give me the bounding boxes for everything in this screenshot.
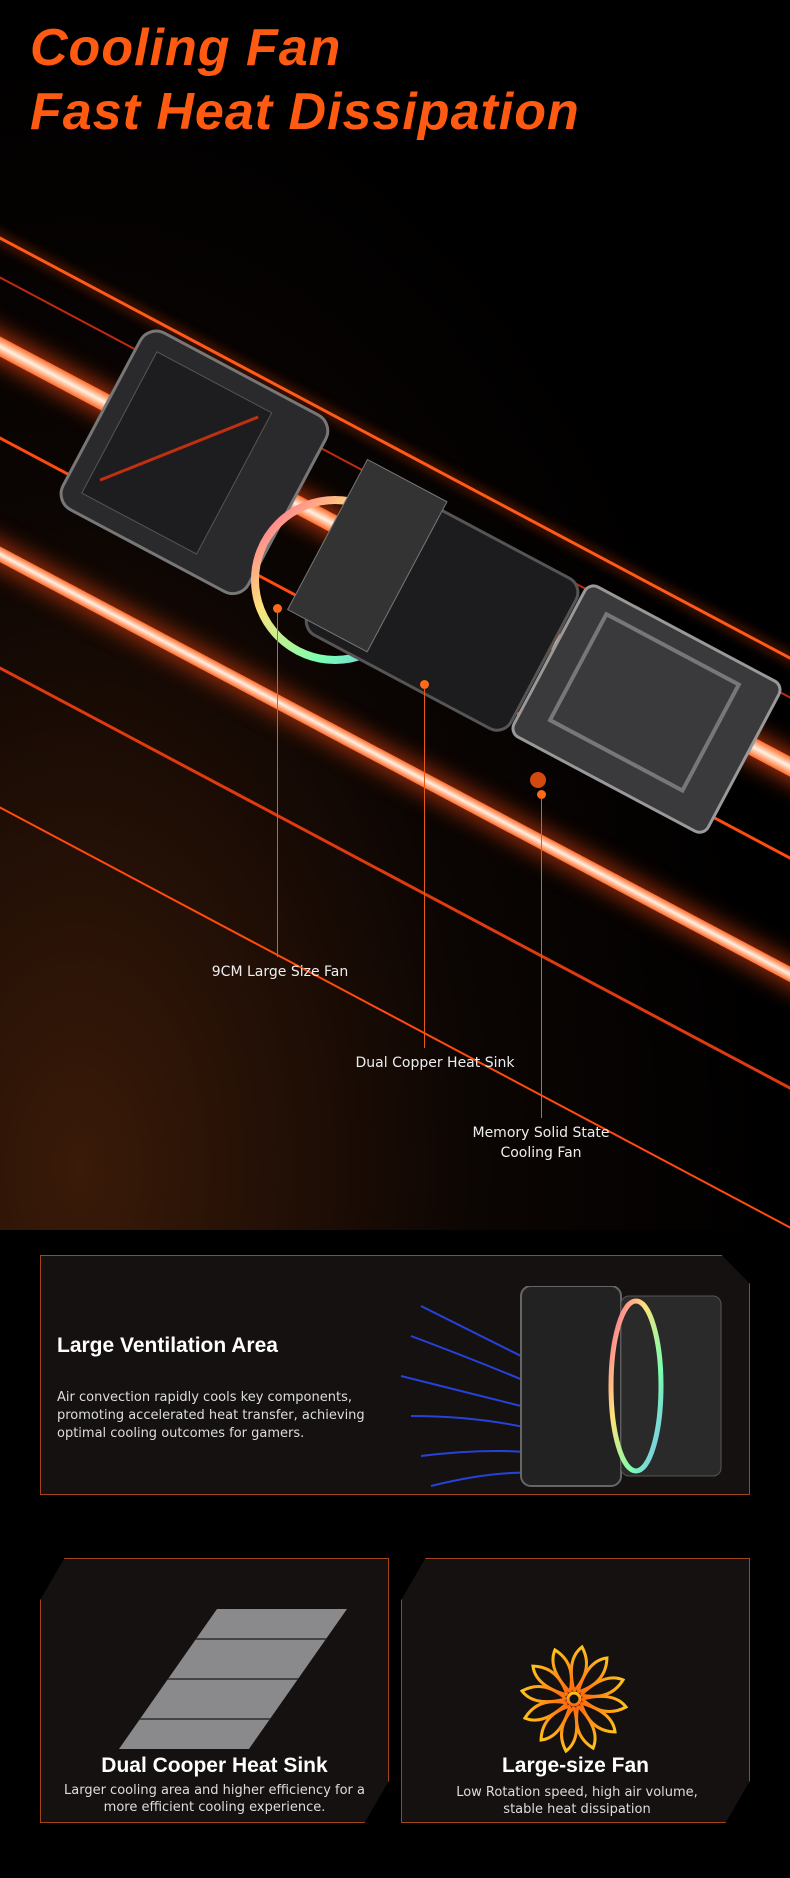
- title-line-1: Cooling Fan: [30, 19, 342, 77]
- callout-line: [541, 798, 542, 1118]
- heatsink-card: Dual Cooper Heat Sink Larger cooling are…: [40, 1558, 389, 1823]
- fan-icon: [520, 1644, 628, 1753]
- ventilation-body: Air convection rapidly cools key compone…: [57, 1390, 365, 1441]
- fan-heading: Large-size Fan: [501, 1754, 650, 1777]
- heatsink-illustration: [118, 1609, 347, 1749]
- ventilation-panel: Large Ventilation Area Air convection ra…: [40, 1255, 750, 1495]
- callout-dot: [420, 680, 429, 689]
- heatsink-body: Larger cooling area and higher efficienc…: [64, 1783, 365, 1815]
- callout-memory: Memory Solid State Cooling Fan: [451, 1123, 631, 1163]
- hero-section: Cooling Fan Fast Heat Dissipation 9CM La…: [0, 0, 790, 1230]
- callout-line: [277, 612, 278, 957]
- memory-fan-icon: [530, 772, 546, 788]
- callout-dot: [537, 790, 546, 799]
- callout-fan: 9CM Large Size Fan: [211, 964, 349, 980]
- callout-memory-line1: Memory Solid State: [472, 1125, 610, 1141]
- exploded-product-illustration: [59, 329, 782, 834]
- bottom-bracket: [511, 584, 782, 834]
- main-chassis: [286, 458, 580, 732]
- vented-device-illustration: [400, 1286, 722, 1487]
- fan-card: Large-size Fan Low Rotation speed, high …: [401, 1558, 750, 1823]
- fan-body: Low Rotation speed, high air volume, sta…: [456, 1785, 698, 1817]
- heatsink-heading: Dual Cooper Heat Sink: [101, 1754, 328, 1777]
- callout-heatsink: Dual Copper Heat Sink: [355, 1055, 515, 1071]
- callout-dot: [273, 604, 282, 613]
- callout-memory-line2: Cooling Fan: [500, 1145, 582, 1161]
- top-cover: [59, 329, 330, 596]
- ventilation-heading: Large Ventilation Area: [57, 1334, 278, 1357]
- callout-line: [424, 688, 425, 1048]
- title-line-2: Fast Heat Dissipation: [30, 83, 580, 141]
